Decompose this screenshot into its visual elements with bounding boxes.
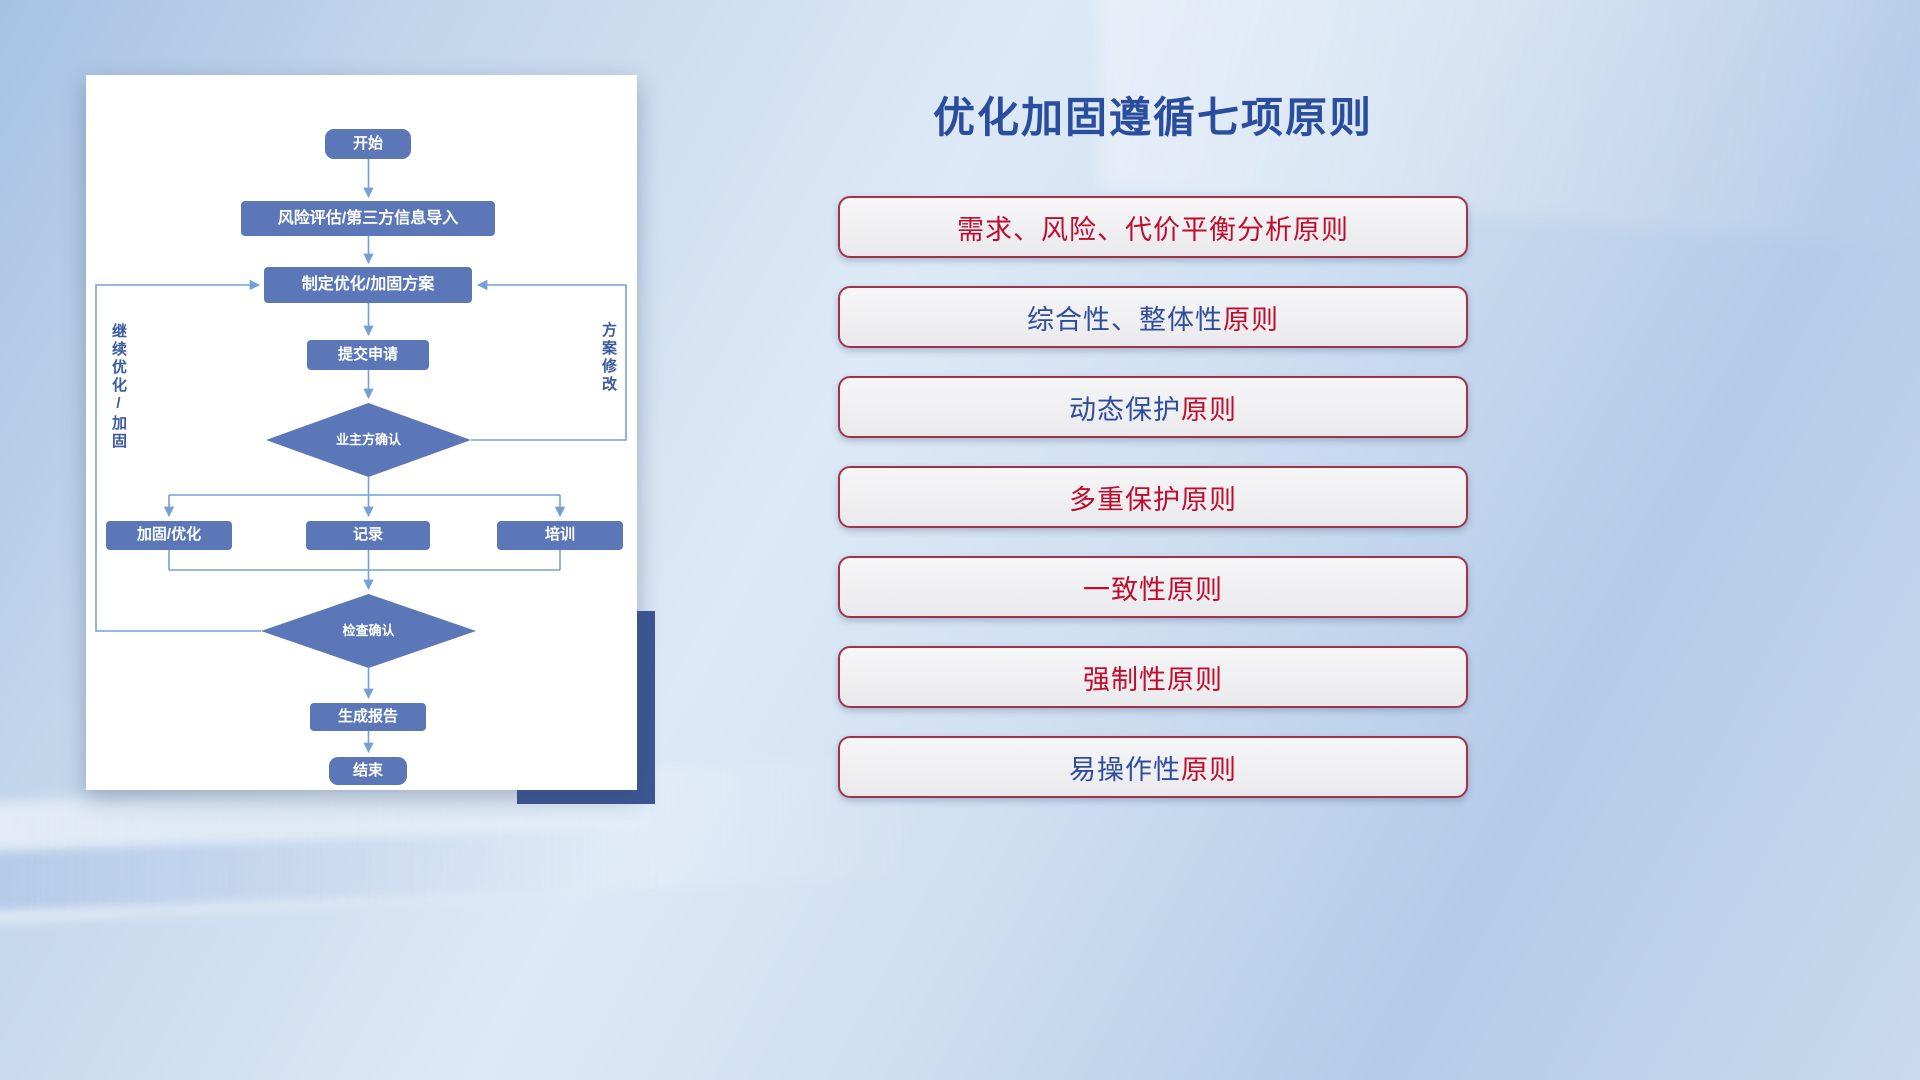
principle-text: 原则: [1181, 754, 1237, 785]
principle-item: 多重保护原则: [838, 466, 1468, 528]
flowchart-card: 开始 风险评估/第三方信息导入 制定优化/加固方案 提交申请 业主方确认 加固/…: [86, 75, 637, 790]
principle-item: 综合性、整体性原则: [838, 286, 1468, 348]
principle-text: 原则: [1181, 394, 1237, 425]
principle-item: 动态保护原则: [838, 376, 1468, 438]
flow-node-report: 生成报告: [310, 703, 426, 731]
principle-text: 易操作性: [1069, 754, 1181, 785]
flow-connectors: [95, 159, 627, 754]
flow-node-reinforce: 加固/优化: [106, 521, 232, 550]
principle-item: 一致性原则: [838, 556, 1468, 618]
flow-node-training: 培训: [497, 521, 623, 550]
flow-node-start: 开始: [325, 129, 411, 159]
principle-text: 原则: [1223, 304, 1279, 335]
flow-node-end: 结束: [329, 757, 407, 785]
flow-label-continue-loop: 继续优化/加固: [110, 323, 127, 451]
flow-label-plan-modify-loop: 方案修改: [600, 322, 617, 394]
principle-text: 动态保护: [1069, 394, 1181, 425]
background-streak: [0, 827, 660, 913]
principle-item: 强制性原则: [838, 646, 1468, 708]
principles-list: 需求、风险、代价平衡分析原则综合性、整体性原则动态保护原则多重保护原则一致性原则…: [838, 196, 1468, 798]
flow-node-submit: 提交申请: [307, 340, 429, 370]
principle-item: 易操作性原则: [838, 736, 1468, 798]
principle-text: 一致性原则: [1083, 574, 1223, 605]
principle-text: 强制性原则: [1083, 664, 1223, 695]
principle-text: 综合性、整体性: [1027, 304, 1223, 335]
principle-text: 多重保护原则: [1069, 484, 1237, 515]
page-title: 优化加固遵循七项原则: [932, 94, 1373, 141]
principles-panel: 优化加固遵循七项原则 需求、风险、代价平衡分析原则综合性、整体性原则动态保护原则…: [838, 90, 1468, 798]
principle-text: 需求、风险、代价平衡分析原则: [957, 214, 1349, 245]
principle-item: 需求、风险、代价平衡分析原则: [838, 196, 1468, 258]
flow-node-record: 记录: [306, 521, 430, 550]
flow-node-risk-import: 风险评估/第三方信息导入: [241, 201, 495, 236]
flow-node-make-plan: 制定优化/加固方案: [264, 267, 472, 303]
